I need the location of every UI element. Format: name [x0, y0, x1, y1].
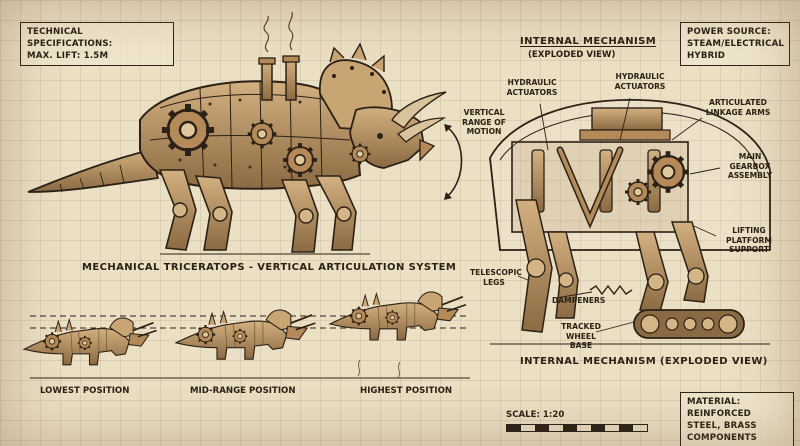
label-articulated-linkage-arms: ARTICULATED LINKAGE ARMS	[705, 98, 771, 117]
specs-heading: TECHNICAL SPECIFICATIONS:	[27, 27, 113, 49]
specs-box: TECHNICAL SPECIFICATIONS: MAX. LIFT: 1.5…	[20, 22, 174, 66]
label-lifting-platform: LIFTING PLATFORM SUPPORT	[726, 226, 772, 254]
label-tracked-wheel-base: TRACKED WHEEL BASE	[561, 322, 601, 350]
label-hydraulic-actuators-right: HYDRAULIC ACTUATORS	[614, 72, 666, 91]
power-source-heading: POWER SOURCE:	[687, 27, 771, 37]
label-dampeners: DAMPENERS	[552, 296, 606, 305]
label-highest-position: HIGHEST POSITION	[360, 386, 453, 396]
mechanism-title: INTERNAL MECHANISM	[520, 36, 657, 47]
label-telescopic-legs: TELESCOPIC LEGS	[470, 268, 522, 287]
material-box: MATERIAL: REINFORCED STEEL, BRASS COMPON…	[680, 392, 794, 446]
label-mid-range-position: MID-RANGE POSITION	[190, 386, 296, 396]
power-source-value: STEAM/ELECTRICAL HYBRID	[687, 39, 785, 61]
mechanism-subtitle: (EXPLODED VIEW)	[528, 50, 616, 60]
label-lowest-position: LOWEST POSITION	[40, 386, 130, 396]
label-main-gearbox: MAIN GEARBOX ASSEMBLY	[727, 152, 773, 180]
mechanism-bottom-title: INTERNAL MECHANISM (EXPLODED VIEW)	[520, 356, 768, 367]
main-title: MECHANICAL TRICERATOPS - VERTICAL ARTICU…	[82, 262, 457, 273]
scale-label: SCALE: 1:20	[506, 410, 565, 420]
specs-max-lift: MAX. LIFT: 1.5M	[27, 51, 109, 61]
material-value: REINFORCED STEEL, BRASS COMPONENTS	[687, 409, 758, 443]
range-of-motion-label: VERTICAL RANGE OF MOTION	[462, 108, 506, 136]
label-hydraulic-actuators-left: HYDRAULIC ACTUATORS	[506, 78, 558, 97]
material-heading: MATERIAL:	[687, 397, 741, 407]
scale-bar	[506, 424, 648, 432]
power-source-box: POWER SOURCE: STEAM/ELECTRICAL HYBRID	[680, 22, 790, 66]
